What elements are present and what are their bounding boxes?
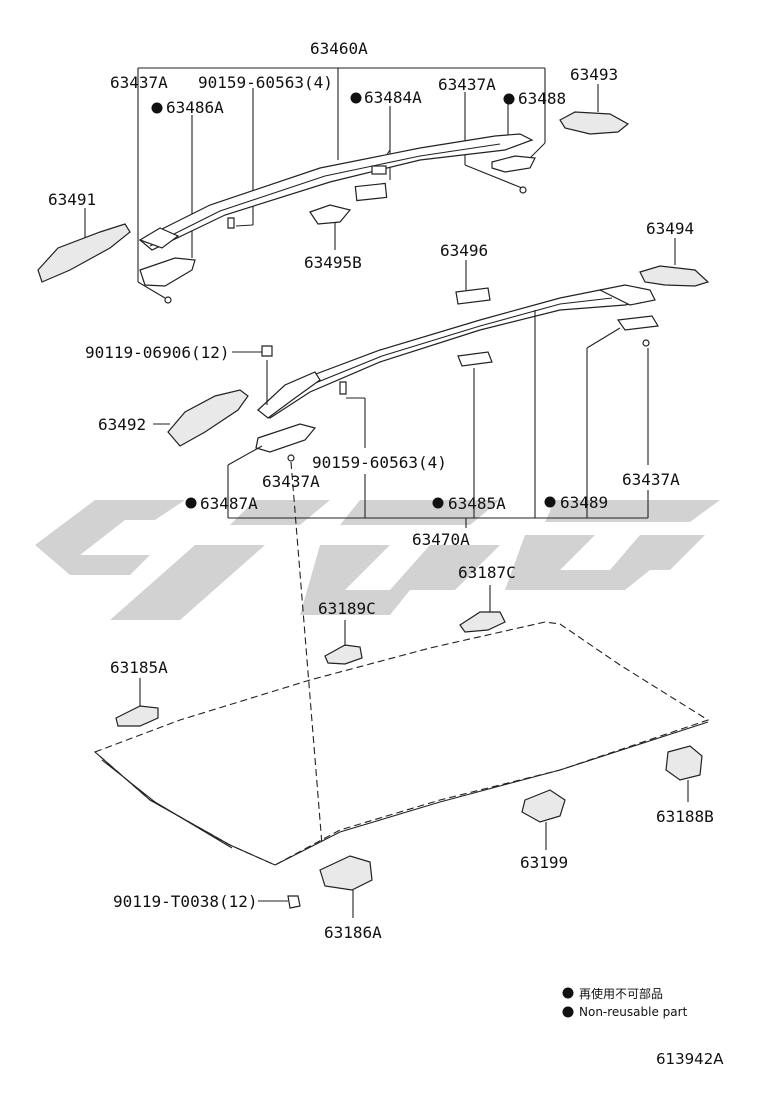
label-63460A: 63460A (310, 39, 368, 58)
bolt-90119-06906 (261, 345, 273, 357)
label-90159: 90159-60563(4) (198, 73, 333, 92)
label-63484A: 63484A (364, 88, 422, 107)
bracket-63485A (457, 351, 493, 367)
figure-code: 613942A (656, 1050, 724, 1068)
clip-63186A (319, 855, 373, 891)
label-63437A: 63437A (622, 470, 680, 489)
screw-90159-mid (339, 381, 347, 395)
label-63437A: 63437A (110, 73, 168, 92)
label-90119-T0038: 90119-T0038(12) (113, 892, 258, 911)
part-labels: 63460A 63437A 90159-60563(4) 63486A 6348… (48, 39, 714, 942)
non-reusable-mark (151, 102, 163, 114)
bracket-63489 (616, 315, 659, 331)
roof-panel (93, 621, 710, 866)
label-63491: 63491 (48, 190, 96, 209)
bracket-63487A (255, 423, 317, 453)
label-63437A: 63437A (438, 75, 496, 94)
label-63199: 63199 (520, 853, 568, 872)
non-reusable-mark (432, 497, 444, 509)
bracket-63488 (491, 155, 536, 173)
non-reusable-mark (185, 497, 197, 509)
label-63188B: 63188B (656, 807, 714, 826)
label-63487A: 63487A (200, 494, 258, 513)
legend-dot-icon (562, 1006, 574, 1018)
clip-63185A (115, 705, 159, 727)
clip-63189C (324, 644, 363, 665)
end-cover-63493 (559, 111, 630, 135)
label-63493: 63493 (570, 65, 618, 84)
label-63492: 63492 (98, 415, 146, 434)
end-cover-63491 (37, 223, 131, 283)
clip-63187C (459, 611, 506, 633)
screw-90159-top (227, 217, 235, 229)
label-63186A: 63186A (324, 923, 382, 942)
legend-dot-icon (562, 987, 574, 999)
leader-lines-middle (153, 310, 649, 528)
non-reusable-mark (350, 92, 362, 104)
upper-roof-rail (138, 133, 534, 251)
leader-lines-bottom (139, 585, 689, 918)
clip-63437A-mid-left (287, 454, 295, 462)
end-cover-63494 (639, 265, 710, 287)
legend: 再使用不可部品 Non-reusable part (562, 986, 688, 1019)
nut-90119-T0038 (287, 895, 301, 909)
label-90159: 90159-60563(4) (312, 453, 447, 472)
dashed-alignment-line (290, 461, 323, 846)
label-63187C: 63187C (458, 563, 516, 582)
non-reusable-mark (544, 496, 556, 508)
label-63486A: 63486A (166, 98, 224, 117)
label-63496: 63496 (440, 241, 488, 260)
label-63437A: 63437A (262, 472, 320, 491)
label-63495B: 63495B (304, 253, 362, 272)
end-cover-63492 (167, 389, 249, 447)
label-63189C: 63189C (318, 599, 376, 618)
legend-text-en: Non-reusable part (579, 1005, 688, 1019)
label-63185A: 63185A (110, 658, 168, 677)
lower-roof-rail (256, 284, 656, 419)
bracket-63495B (309, 204, 352, 225)
label-63494: 63494 (646, 219, 694, 238)
clip-63199 (521, 789, 566, 823)
clip-63188B (665, 745, 703, 781)
label-63488: 63488 (518, 89, 566, 108)
label-63489: 63489 (560, 493, 608, 512)
clip-63437A-mid-right (642, 339, 650, 347)
clip-63437A-top-right (519, 186, 527, 194)
bracket-63496 (455, 287, 491, 305)
watermark-logo (35, 500, 720, 620)
legend-text-jp: 再使用不可部品 (579, 986, 663, 1001)
clip-63437A-top-left (164, 296, 172, 304)
non-reusable-mark (503, 93, 515, 105)
label-90119-06906: 90119-06906(12) (85, 343, 230, 362)
label-63470A: 63470A (412, 530, 470, 549)
bracket-63486A (139, 257, 196, 287)
label-63485A: 63485A (448, 494, 506, 513)
